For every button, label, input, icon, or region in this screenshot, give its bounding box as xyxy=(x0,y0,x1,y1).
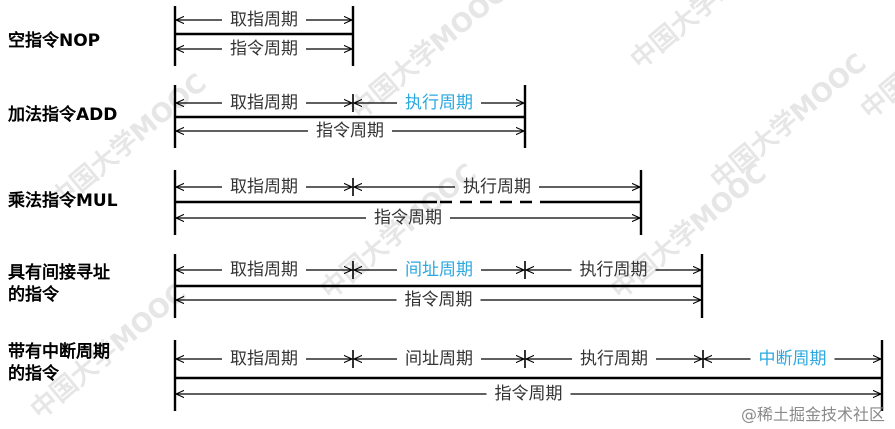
row-1-segment-1-label: 取指周期 xyxy=(230,10,298,30)
row-5-label-line-1: 带有中断周期 xyxy=(8,342,110,362)
row-3-segment-1-label: 取指周期 xyxy=(230,177,298,197)
row-2-segment-2-label: 执行周期 xyxy=(405,93,473,113)
row-4-total-label: 指令周期 xyxy=(405,290,473,310)
row-5-segment-3-label: 执行周期 xyxy=(580,349,648,369)
row-1-total-label: 指令周期 xyxy=(230,39,298,59)
row-2-segment-1-label: 取指周期 xyxy=(230,93,298,113)
row-3-label-line-1: 乘法指令MUL xyxy=(8,191,118,211)
rows-layer: 取指周期指令周期取指周期执行周期指令周期取指周期执行周期指令周期取指周期间址周期… xyxy=(173,6,884,411)
row-5-segment-1-label: 取指周期 xyxy=(230,349,298,369)
row-4-segment-1-label: 取指周期 xyxy=(230,260,298,280)
row-2-label: 加法指令ADD xyxy=(8,104,117,126)
row-4-label: 具有间接寻址的指令 xyxy=(8,262,110,306)
row-2-label-line-1: 加法指令ADD xyxy=(8,105,118,125)
row-5-segment-2-label: 间址周期 xyxy=(405,349,473,369)
row-3-label: 乘法指令MUL xyxy=(8,190,118,212)
row-5-segment-4-label: 中断周期 xyxy=(759,349,827,369)
row-4-label-line-2: 的指令 xyxy=(8,285,59,305)
watermark-text-2: 中国大学MOOC xyxy=(625,0,793,75)
watermark-text-4: 中国大学MOOC xyxy=(315,157,483,305)
credit-watermark: @稀土掘金技术社区 xyxy=(740,405,885,424)
row-2-total-label: 指令周期 xyxy=(316,121,384,141)
watermark-text-5: 中国大学MOOC xyxy=(605,157,773,305)
row-4-segment-2-label: 间址周期 xyxy=(405,260,473,280)
row-5-label-line-2: 的指令 xyxy=(8,364,59,384)
row-1-label: 空指令NOP xyxy=(8,30,100,52)
row-1-label-line-1: 空指令NOP xyxy=(8,31,101,51)
row-5-label: 带有中断周期的指令 xyxy=(8,341,110,385)
row-3-total-label: 指令周期 xyxy=(374,208,442,228)
row-4-segment-3-label: 执行周期 xyxy=(580,260,648,280)
row-5-total-label: 指令周期 xyxy=(495,384,563,404)
watermark-text-7: 中国大学MOOC xyxy=(705,47,873,195)
row-4-label-line-1: 具有间接寻址 xyxy=(8,263,110,283)
row-3-segment-2-label: 执行周期 xyxy=(463,177,531,197)
